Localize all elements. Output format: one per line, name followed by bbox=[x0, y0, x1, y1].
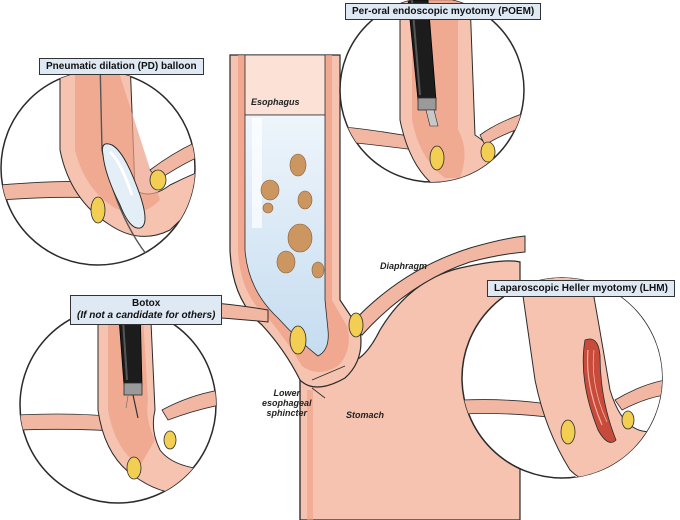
lhm-myotomy bbox=[582, 338, 617, 443]
fat-pad-right bbox=[348, 312, 364, 338]
poem-inset bbox=[339, 0, 525, 183]
label-pneumatic-dilation: Pneumatic dilation (PD) balloon bbox=[39, 58, 204, 75]
botox-inset bbox=[19, 306, 217, 504]
label-lhm: Laparoscopic Heller myotomy (LHM) bbox=[487, 280, 675, 297]
label-botox-title: Botox bbox=[132, 298, 161, 309]
lhm-inset bbox=[461, 277, 663, 479]
retained-food bbox=[260, 153, 325, 279]
pd-balloon bbox=[101, 143, 146, 229]
label-les: Lower esophageal sphincter bbox=[262, 388, 312, 418]
label-les-line2: esophageal bbox=[262, 398, 312, 408]
label-stomach: Stomach bbox=[346, 410, 385, 420]
label-botox-subtitle: (If not a candidate for others) bbox=[77, 310, 216, 321]
pd-inset bbox=[0, 70, 196, 266]
central-anatomy bbox=[149, 54, 526, 520]
label-les-line1: Lower bbox=[273, 388, 301, 398]
fat-pad-left bbox=[289, 325, 307, 355]
botox-endoscope bbox=[117, 307, 143, 419]
diaphragm bbox=[349, 235, 526, 336]
label-esophagus: Esophagus bbox=[251, 97, 300, 107]
label-les-line3: sphincter bbox=[266, 408, 308, 418]
label-poem: Per-oral endoscopic myotomy (POEM) bbox=[345, 3, 542, 20]
poem-endoscope bbox=[407, 0, 439, 127]
label-botox: Botox (If not a candidate for others) bbox=[70, 295, 223, 325]
label-diaphragm: Diaphragm bbox=[380, 261, 428, 271]
